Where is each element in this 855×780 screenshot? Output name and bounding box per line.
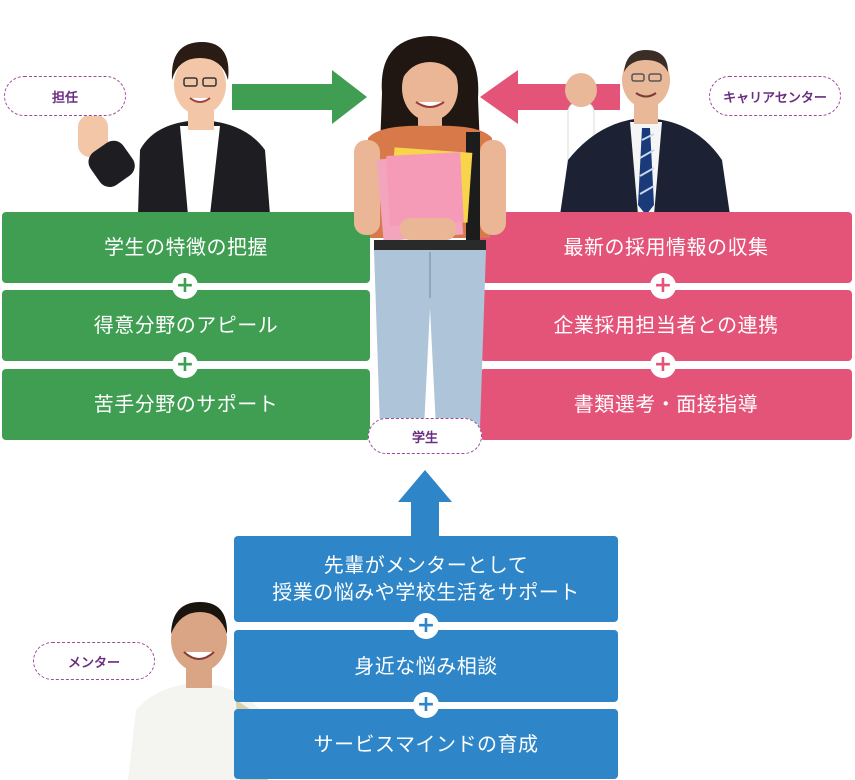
homeroom-item-3: 苦手分野のサポート <box>2 369 370 440</box>
plus-icon: + <box>650 273 676 299</box>
plus-icon: + <box>413 613 439 639</box>
mentor-item-1: 先輩がメンターとして 授業の悩みや学校生活をサポート <box>234 536 618 622</box>
mentor-item-1-line-2: 授業の悩みや学校生活をサポート <box>272 580 580 604</box>
plus-icon: + <box>172 273 198 299</box>
career-center-staff-photo <box>560 50 730 215</box>
homeroom-item-1: 学生の特徴の把握 <box>2 212 370 283</box>
homeroom-item-2: 得意分野のアピール <box>2 290 370 361</box>
career-item-1: 最新の採用情報の収集 <box>480 212 852 283</box>
mentor-tag: メンター <box>33 642 155 680</box>
plus-icon: + <box>413 692 439 718</box>
mentor-photo <box>128 602 268 780</box>
homeroom-tag: 担任 <box>4 76 126 116</box>
mentor-item-1-line-1: 先輩がメンターとして <box>323 553 529 577</box>
plus-icon: + <box>650 352 676 378</box>
mentor-item-3: サービスマインドの育成 <box>234 709 618 779</box>
arrow-up-icon <box>398 470 452 540</box>
arrow-right-icon <box>232 70 367 124</box>
student-tag: 学生 <box>368 418 482 454</box>
plus-icon: + <box>172 352 198 378</box>
career-item-2: 企業採用担当者との連携 <box>480 290 852 361</box>
career-center-tag: キャリアセンター <box>709 76 841 116</box>
mentor-item-2: 身近な悩み相談 <box>234 630 618 702</box>
student-photo <box>354 36 506 428</box>
arrow-left-icon <box>480 70 620 124</box>
career-item-3: 書類選考・面接指導 <box>480 369 852 440</box>
homeroom-teacher-photo <box>78 42 270 215</box>
